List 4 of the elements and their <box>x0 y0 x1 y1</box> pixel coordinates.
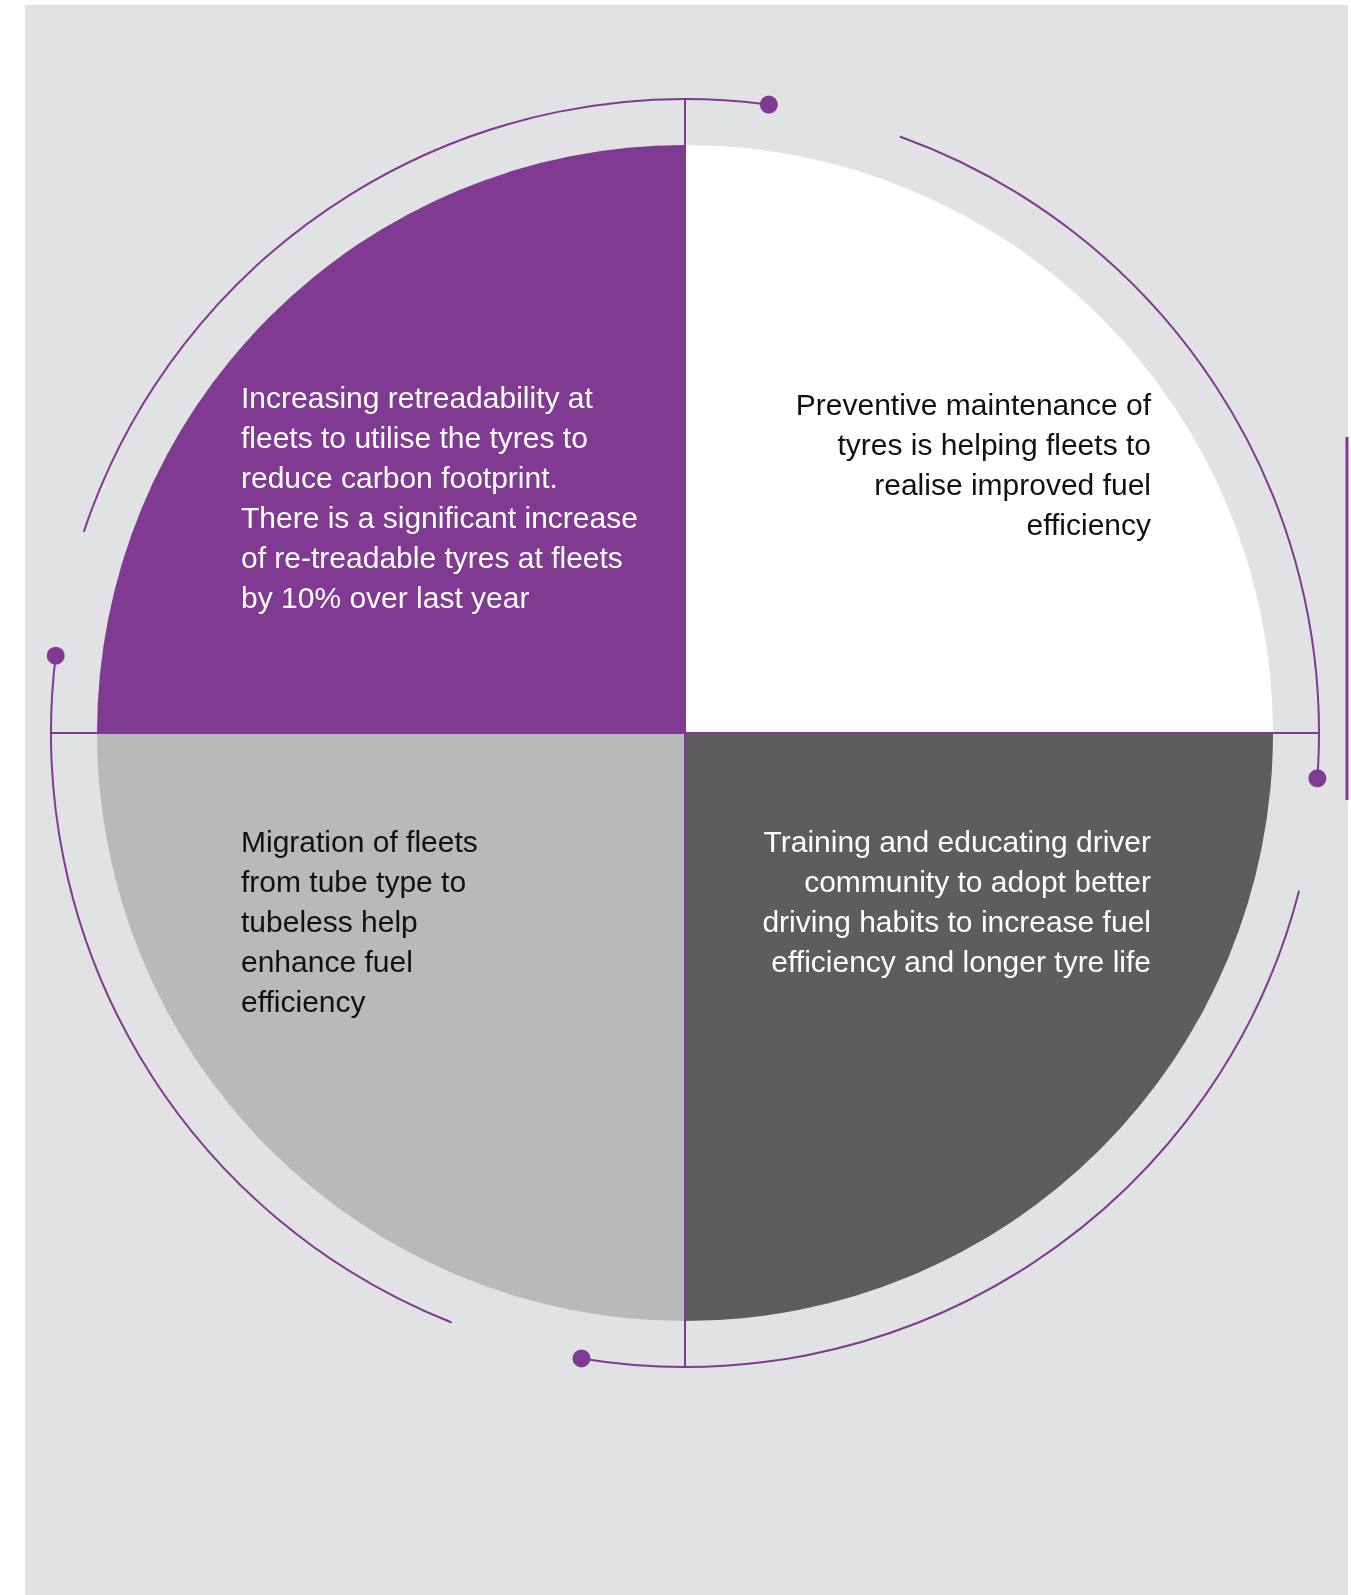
quadrant-text: Increasing retreadability at fleets to utilise the tyres to reduce carbon footprint. There is a significant increase of re-treadable tyres at fleets by 10% over last year <box>241 380 639 616</box>
quadrant-text: Migration of fleets from tube type to tubeless help enhance fuel efficiency <box>241 824 479 1020</box>
quadrant-text: Training and educating driver community to adopt better driving habits to increase fuel efficiency and longer tyre life <box>761 824 1151 980</box>
quadrant-text: Preventive maintenance of tyres is helping fleets to realise improved fuel efficiency <box>794 387 1151 543</box>
